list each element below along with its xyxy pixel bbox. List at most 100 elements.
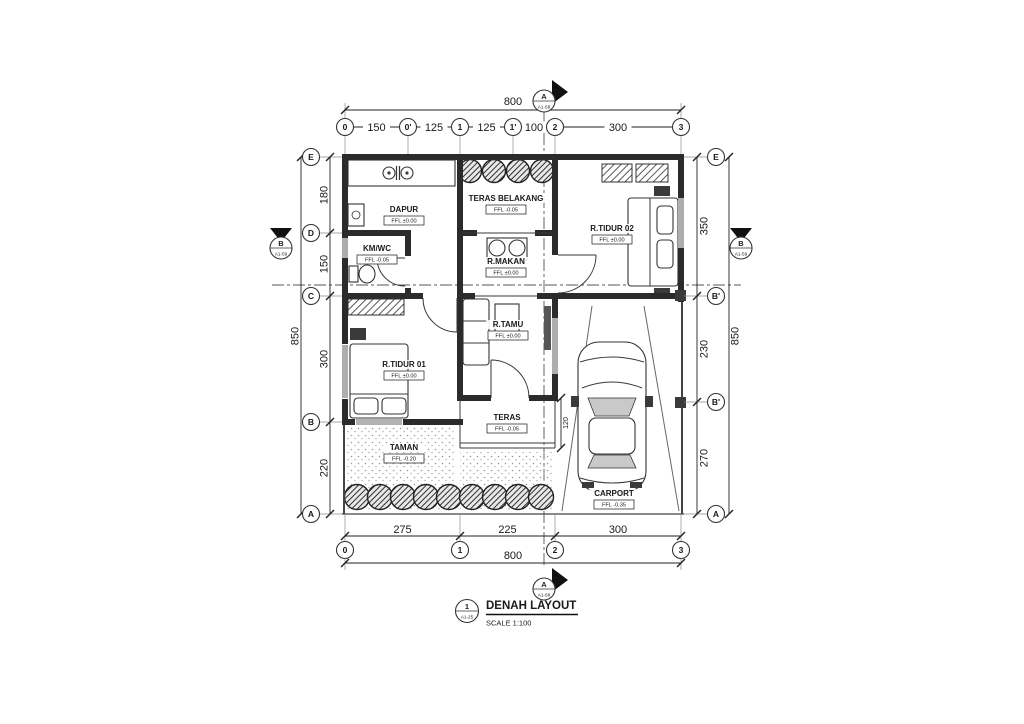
drawing-title: DENAH LAYOUT (486, 600, 576, 612)
car-top-view (571, 341, 653, 493)
back-terrace-plants (457, 158, 555, 184)
room-label-bedroom2: R.TIDUR 02 FFL ±0.00 (584, 224, 640, 245)
svg-text:R.TIDUR 01: R.TIDUR 01 (382, 360, 426, 369)
pillow (353, 397, 379, 415)
svg-text:850: 850 (730, 327, 742, 345)
driveway-markings (561, 305, 680, 512)
windows (342, 198, 684, 425)
svg-text:850: 850 (290, 327, 302, 345)
tv-cabinet (544, 306, 551, 350)
wardrobe (635, 163, 669, 183)
svg-text:R.TAMU: R.TAMU (493, 320, 524, 329)
dim-top: 800 150 125 125 100 300 0 0' 1 1' 2 3 (335, 96, 691, 154)
svg-text:230: 230 (699, 340, 711, 358)
section-marker-a-bottom: A A1-58 (532, 568, 568, 601)
svg-text:FFL -0.05: FFL -0.05 (495, 427, 519, 433)
nightstand (654, 186, 670, 196)
dining-set (486, 237, 528, 261)
svg-text:800: 800 (504, 550, 522, 562)
window-livingroom-right (552, 318, 558, 374)
sofa (462, 298, 490, 366)
svg-text:CARPORT: CARPORT (594, 489, 634, 498)
svg-text:D: D (308, 228, 314, 238)
svg-text:800: 800 (504, 96, 522, 108)
svg-text:275: 275 (393, 524, 411, 536)
svg-text:225: 225 (498, 524, 516, 536)
svg-text:350: 350 (699, 217, 711, 235)
drawing-scale: SCALE 1:100 (486, 619, 531, 628)
svg-text:FFL ±0.00: FFL ±0.00 (495, 334, 520, 340)
dim-bottom: 275 225 300 0 1 2 3 800 (335, 514, 691, 570)
svg-text:FFL -0.05: FFL -0.05 (365, 258, 389, 264)
svg-text:B': B' (712, 397, 720, 407)
svg-text:0': 0' (405, 122, 412, 132)
room-label-rmakan: R.MAKAN FFL ±0.00 (481, 257, 531, 278)
svg-text:0: 0 (343, 545, 348, 555)
dim-left: 180 150 300 220 850 E D C B A (290, 147, 342, 524)
svg-text:3: 3 (679, 122, 684, 132)
drawing-number: 1 (465, 602, 469, 611)
svg-text:150: 150 (319, 255, 331, 273)
car-mirror-right (645, 396, 653, 407)
svg-text:B': B' (712, 291, 720, 301)
svg-text:180: 180 (319, 186, 331, 204)
bedroom2-furniture (601, 163, 679, 298)
svg-text:E: E (713, 152, 719, 162)
nightstand (350, 328, 366, 340)
svg-text:A1-58: A1-58 (538, 105, 551, 110)
svg-text:FFL -0.20: FFL -0.20 (392, 457, 416, 463)
section-arrow-icon (270, 228, 292, 242)
svg-text:FFL ±0.00: FFL ±0.00 (493, 271, 518, 277)
svg-text:300: 300 (609, 524, 627, 536)
garden-shrubs (343, 483, 555, 511)
room-label-teras-belakang: TERAS BELAKANG FFL -0.05 (467, 194, 545, 215)
door-front (490, 359, 530, 399)
doors (376, 254, 597, 399)
svg-text:DAPUR: DAPUR (390, 205, 419, 214)
svg-text:220: 220 (319, 459, 331, 477)
window-bedroom1-bottom (355, 419, 403, 425)
svg-text:A: A (541, 580, 547, 589)
pillow (381, 397, 407, 415)
svg-text:KM/WC: KM/WC (363, 244, 391, 253)
svg-text:100: 100 (525, 122, 543, 134)
room-label-carport: CARPORT FFL -0.35 (589, 489, 639, 510)
door-bedroom2 (557, 254, 597, 294)
svg-text:125: 125 (477, 122, 495, 134)
svg-text:FFL ±0.00: FFL ±0.00 (391, 374, 416, 380)
svg-text:B: B (308, 417, 314, 427)
svg-text:3: 3 (679, 545, 684, 555)
section-arrow-icon (552, 568, 568, 592)
stove-icon (382, 166, 414, 180)
svg-text:R.TIDUR 02: R.TIDUR 02 (590, 224, 634, 233)
svg-text:TERAS BELAKANG: TERAS BELAKANG (469, 194, 544, 203)
svg-text:B: B (278, 239, 284, 248)
svg-text:R.MAKAN: R.MAKAN (487, 257, 525, 266)
section-arrow-icon (552, 80, 568, 104)
room-label-dapur: DAPUR FFL ±0.00 (383, 205, 425, 226)
window-bedroom2-right (678, 198, 684, 248)
section-marker-b-right: B A1-59 (729, 228, 753, 260)
car-mirror-left (571, 396, 579, 407)
svg-text:300: 300 (609, 122, 627, 134)
svg-text:FFL ±0.00: FFL ±0.00 (391, 219, 416, 225)
wardrobe (601, 163, 633, 183)
svg-text:TAMAN: TAMAN (390, 443, 419, 452)
room-label-teras: TERAS FFL -0.05 (486, 413, 528, 434)
wardrobe (347, 298, 405, 316)
bedroom1-furniture (347, 298, 409, 419)
chair (488, 239, 506, 257)
svg-text:270: 270 (699, 449, 711, 467)
svg-text:2: 2 (553, 122, 558, 132)
window-bedroom1-left (342, 344, 348, 399)
svg-text:A: A (541, 92, 547, 101)
svg-text:1: 1 (458, 122, 463, 132)
svg-text:TERAS: TERAS (493, 413, 521, 422)
section-marker-a-top: A A1-58 (532, 80, 568, 113)
svg-text:FFL -0.05: FFL -0.05 (494, 208, 518, 214)
svg-text:E: E (308, 152, 314, 162)
dim-terrace-depth: 120 (556, 393, 570, 453)
svg-text:A1-59: A1-59 (275, 252, 288, 257)
room-label-taman: TAMAN FFL -0.20 (383, 443, 425, 464)
